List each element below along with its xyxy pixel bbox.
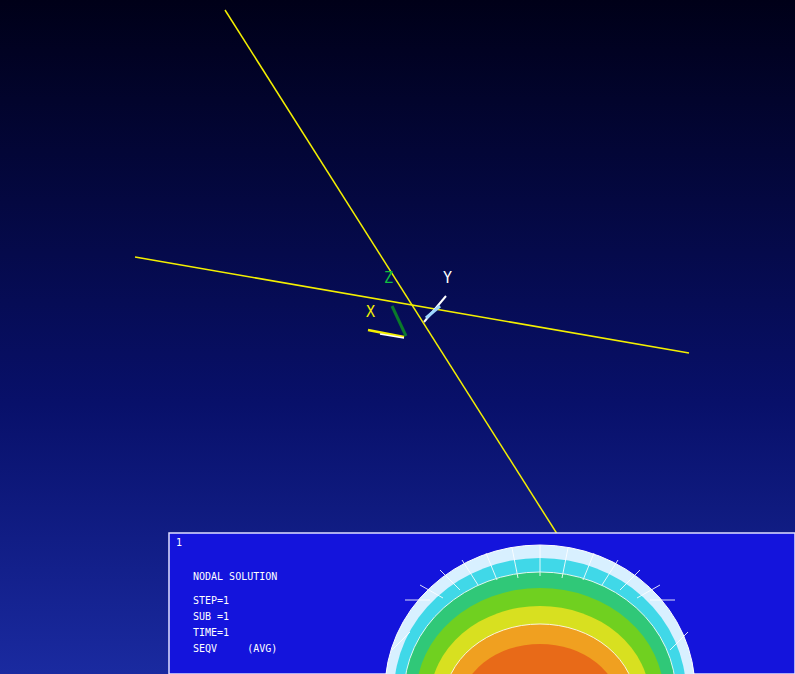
result-quantity: SEQV (AVG) (193, 644, 277, 654)
stress-contour (385, 545, 695, 674)
x-axis (368, 330, 404, 337)
axis-label: Z (384, 271, 393, 286)
step-value: STEP=1 (193, 596, 229, 606)
y-axis (424, 296, 446, 322)
axis-label: Y (443, 271, 452, 286)
y-axis (426, 306, 440, 318)
substep-value: SUB =1 (193, 612, 229, 622)
window-number: 1 (176, 538, 182, 548)
z-axis (392, 306, 406, 336)
x-axis (380, 334, 404, 338)
result-heading: NODAL SOLUTION (193, 572, 277, 582)
time-value: TIME=1 (193, 628, 229, 638)
diameter-line (135, 257, 689, 353)
axis-label: X (366, 305, 375, 320)
